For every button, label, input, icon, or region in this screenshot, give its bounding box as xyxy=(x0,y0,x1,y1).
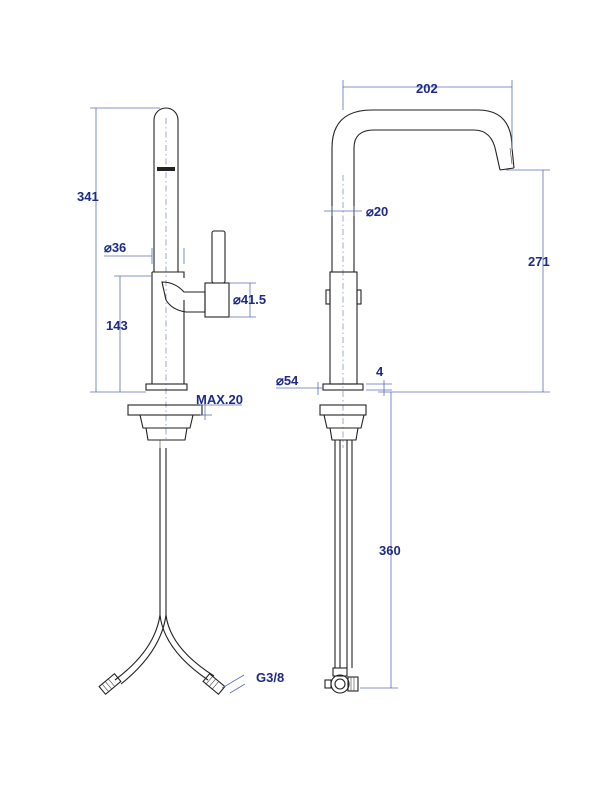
front-spout-tube xyxy=(153,107,179,272)
dim-dia-pipe: ⌀20 xyxy=(366,204,388,219)
dim-max-thickness: MAX.20 xyxy=(196,392,243,407)
side-base-ring xyxy=(322,383,364,391)
side-spout-tip xyxy=(499,167,515,171)
dim-spout-height: 271 xyxy=(528,254,550,269)
front-hose-fitting-right xyxy=(202,672,226,696)
dim-hose-thread: G3/8 xyxy=(256,670,284,685)
front-hose-right-inner xyxy=(165,614,215,677)
dim-base-gap: 4 xyxy=(376,364,384,379)
front-hose-right xyxy=(159,614,209,681)
side-body xyxy=(329,271,358,385)
dim-dia-base: ⌀54 xyxy=(276,373,299,388)
front-hose-left-inner xyxy=(120,448,167,685)
side-spout-outer xyxy=(331,109,515,272)
front-handle-hub xyxy=(204,282,230,318)
front-fixing-nut xyxy=(139,414,194,441)
side-fixing-nut xyxy=(323,414,365,441)
front-lever-handle xyxy=(211,230,226,284)
front-countertop-plate xyxy=(127,404,203,416)
side-handle-left xyxy=(325,289,331,305)
side-view: 202 271 ⌀20 ⌀54 4 360 xyxy=(276,80,550,694)
front-body xyxy=(151,271,185,384)
front-aerator-mark xyxy=(157,167,175,171)
front-hose-left xyxy=(114,448,161,681)
front-base-ring xyxy=(145,383,188,391)
dim-height-total: 341 xyxy=(77,189,99,204)
dim-hose-length: 360 xyxy=(379,543,401,558)
front-view: 341 143 ⌀36 ⌀41.5 MAX.20 G3/8 xyxy=(77,107,284,696)
dim-reach: 202 xyxy=(416,81,438,96)
dim-dia-spout: ⌀36 xyxy=(104,240,126,255)
dim-dia-handle: ⌀41.5 xyxy=(233,292,266,307)
front-hose-fitting-left xyxy=(98,672,122,696)
side-spout-inner xyxy=(353,129,501,272)
dim-height-base: 143 xyxy=(106,318,128,333)
side-handle-right xyxy=(356,289,362,305)
side-hose-fitting xyxy=(324,667,359,694)
